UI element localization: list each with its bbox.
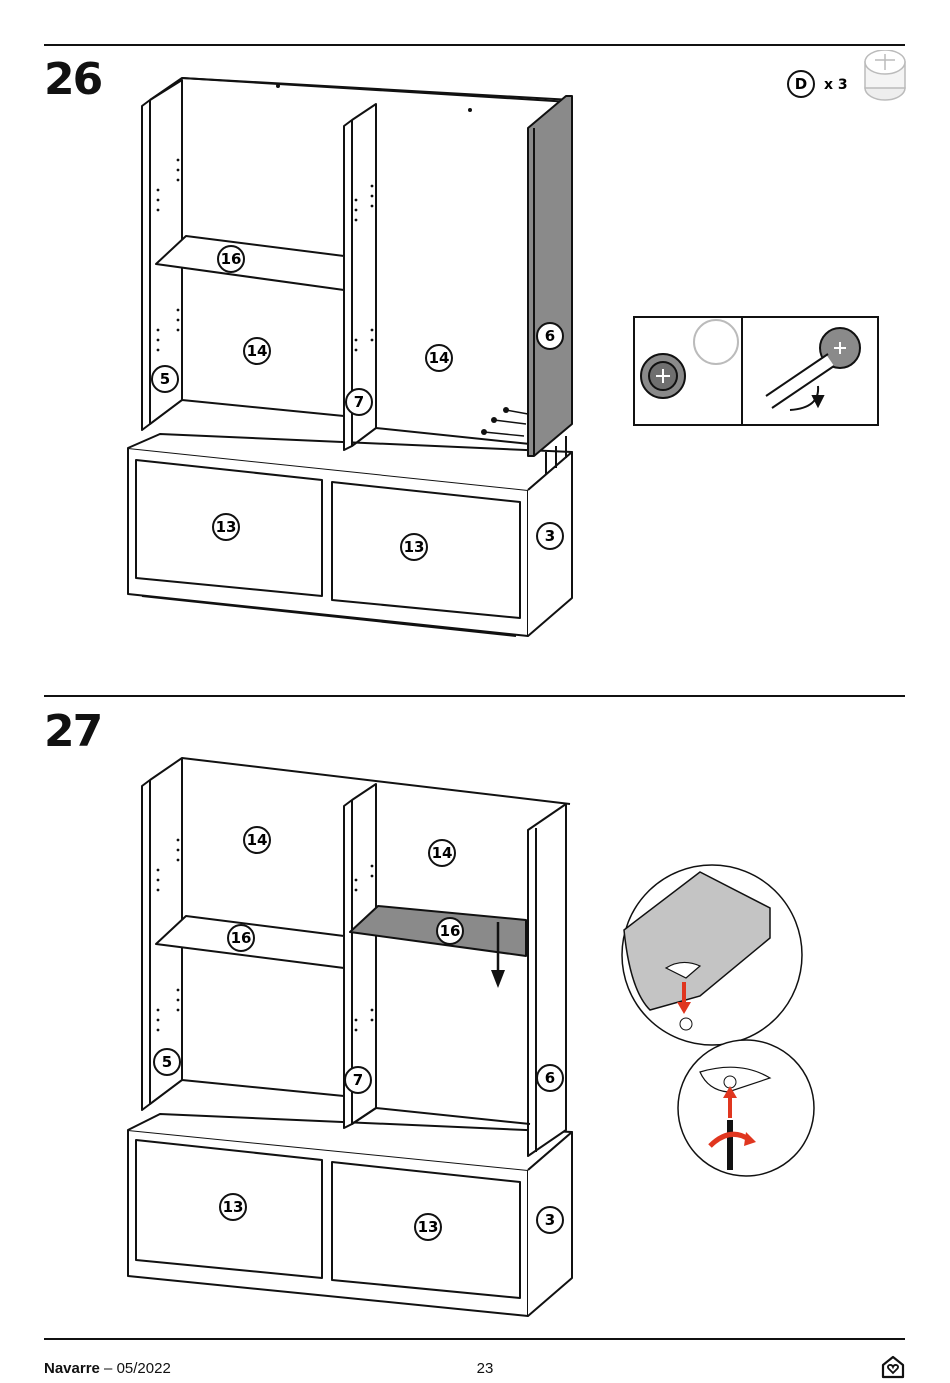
step-number-27: 27	[44, 706, 103, 757]
part-label: 6	[545, 1069, 555, 1087]
footer-product: Navarre – 05/2022	[44, 1360, 171, 1377]
step-26-part-labels: 16 14 14 5 7 6 13 13 3	[151, 245, 564, 561]
product-name: Navarre	[44, 1360, 100, 1377]
home-heart-icon	[881, 1355, 905, 1379]
cam-lock-icon	[864, 50, 906, 101]
part-label: 13	[216, 518, 237, 536]
part-label: 3	[545, 527, 555, 545]
step-26-divider	[44, 44, 905, 46]
footer-date: 05/2022	[116, 1360, 171, 1377]
part-label: 13	[223, 1198, 244, 1216]
part-label: 16	[231, 929, 252, 947]
part-label: 6	[545, 327, 555, 345]
part-label: 3	[545, 1211, 555, 1229]
part-label: 7	[353, 1071, 363, 1089]
step-number-26: 26	[44, 54, 103, 105]
hardware-quantity: x 3	[824, 77, 848, 93]
step-26-illustration: 16 14 14 5 7 6 13 13 3 D x 3	[127, 50, 906, 637]
page-number: 23	[476, 1360, 494, 1377]
part-label: 16	[440, 922, 461, 940]
part-label: 16	[221, 250, 242, 268]
part-label: 14	[429, 349, 450, 367]
footer-separator: –	[99, 1360, 117, 1377]
shelf-lock-detail	[621, 864, 815, 1177]
part-label: 7	[354, 393, 364, 411]
part-label: 13	[418, 1218, 439, 1236]
part-label: 13	[404, 538, 425, 556]
part-label: 14	[247, 342, 268, 360]
part-label: 14	[432, 844, 453, 862]
hardware-callout: D x 3	[787, 50, 906, 101]
part-label: 5	[162, 1053, 172, 1071]
cam-lock-detail	[633, 316, 879, 426]
step-27-divider	[44, 695, 905, 697]
hardware-code: D	[795, 75, 807, 93]
footer-divider	[44, 1338, 905, 1340]
step-27-illustration: 14 14 16 16 5 7 6 13 13 3	[127, 757, 815, 1317]
part-label: 14	[247, 831, 268, 849]
step-27-part-labels: 14 14 16 16 5 7 6 13 13 3	[153, 826, 564, 1241]
screwdriver-icon	[708, 1120, 756, 1170]
part-label: 5	[160, 370, 170, 388]
